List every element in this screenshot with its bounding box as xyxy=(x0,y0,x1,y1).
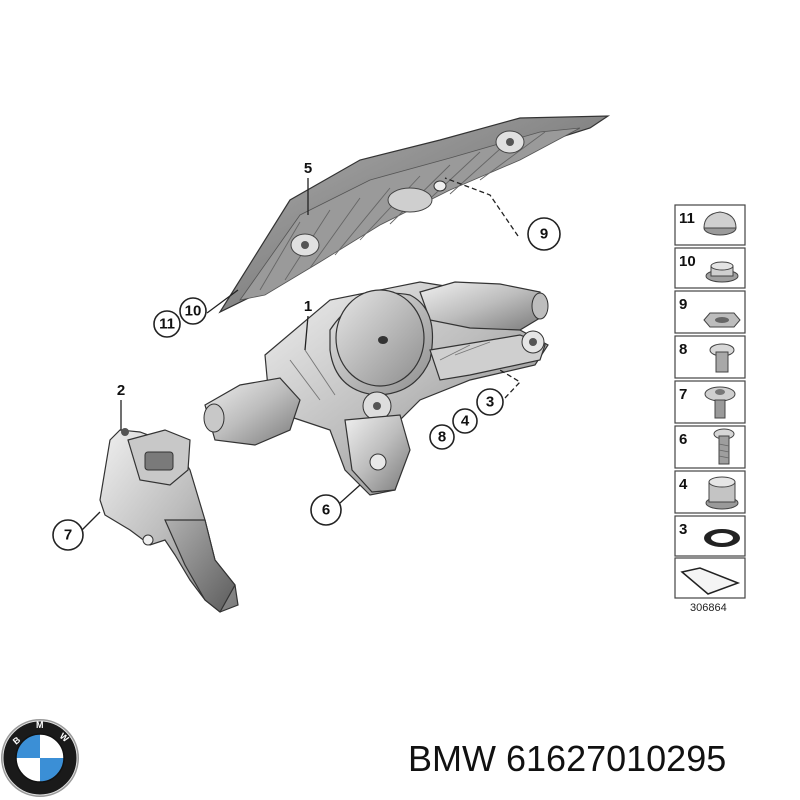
callout-1-label: 1 xyxy=(304,298,312,315)
svg-text:10: 10 xyxy=(679,253,696,270)
flange-nut-icon xyxy=(705,261,739,283)
svg-text:3: 3 xyxy=(679,521,687,538)
legend-row-6: 6 xyxy=(674,425,746,469)
leader-9 xyxy=(444,177,519,237)
callout-11: 11 xyxy=(153,310,181,338)
screw-icon xyxy=(709,343,735,373)
leader-1 xyxy=(304,315,309,351)
part-number: 61627010295 xyxy=(506,738,727,779)
seal-ring-icon xyxy=(704,529,740,547)
callout-2-label: 2 xyxy=(117,382,125,399)
leader-lines xyxy=(81,177,522,531)
callout-9: 9 xyxy=(527,217,561,251)
svg-text:7: 7 xyxy=(64,527,72,544)
callout-8: 8 xyxy=(429,424,455,450)
callout-4: 4 xyxy=(452,408,478,434)
arrow-icon xyxy=(680,567,741,595)
svg-text:9: 9 xyxy=(679,296,687,313)
legend-row-7: 7 xyxy=(674,380,746,424)
callout-3: 3 xyxy=(476,388,504,416)
legend-row-10: 10 xyxy=(674,247,746,289)
svg-text:10: 10 xyxy=(185,303,202,320)
collar-screw-icon xyxy=(704,386,736,419)
svg-text:4: 4 xyxy=(679,476,688,493)
brand-name: BMW xyxy=(408,738,496,779)
legend-arrow-box xyxy=(674,557,746,599)
svg-text:6: 6 xyxy=(679,431,687,448)
callouts: 5 1 2 11 10 9 8 4 3 6 xyxy=(52,160,561,551)
svg-text:M: M xyxy=(36,720,44,730)
callout-5-label: 5 xyxy=(304,160,312,177)
svg-text:6: 6 xyxy=(322,502,330,519)
leader-10 xyxy=(206,289,239,314)
legend-row-3: 3 xyxy=(674,515,746,557)
svg-text:9: 9 xyxy=(540,226,548,243)
callout-6: 6 xyxy=(310,494,342,526)
legend-row-9: 9 xyxy=(674,290,746,334)
brand-and-part-number: BMW 61627010295 xyxy=(408,738,726,780)
bmw-logo: B M W xyxy=(1,719,79,797)
legend-row-11: 11 xyxy=(674,204,746,246)
callout-7: 7 xyxy=(52,519,84,551)
trim-cover-panel-illustration xyxy=(218,115,611,314)
svg-text:4: 4 xyxy=(461,413,470,430)
svg-text:11: 11 xyxy=(679,210,695,227)
cap-icon xyxy=(703,211,737,236)
legend-row-4: 4 xyxy=(674,470,746,514)
svg-text:8: 8 xyxy=(679,341,687,358)
wiper-motor-illustration xyxy=(203,281,549,496)
leader-3 xyxy=(499,369,522,399)
leader-6 xyxy=(339,484,361,504)
bolt-icon xyxy=(713,428,735,465)
leader-7 xyxy=(81,511,101,531)
svg-text:11: 11 xyxy=(159,316,175,333)
diagram-number: 306864 xyxy=(690,602,727,614)
svg-text:B: B xyxy=(11,734,23,746)
hex-nut-icon xyxy=(703,312,741,328)
svg-text:3: 3 xyxy=(486,394,494,411)
legend-row-8: 8 xyxy=(674,335,746,379)
mounting-bracket-illustration xyxy=(99,428,239,613)
svg-text:7: 7 xyxy=(679,386,687,403)
bushing-icon xyxy=(705,476,739,510)
callout-10: 10 xyxy=(179,297,207,325)
svg-text:8: 8 xyxy=(438,429,446,446)
fastener-legend: 11 10 9 8 xyxy=(674,204,746,614)
